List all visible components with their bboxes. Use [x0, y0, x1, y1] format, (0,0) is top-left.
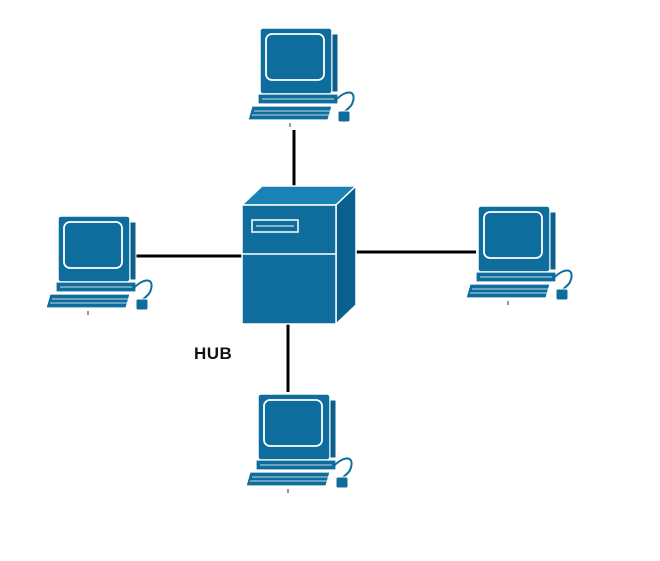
hub-label: HUB: [194, 344, 233, 363]
computer-right-icon: [465, 205, 573, 306]
computer-bottom-icon: [245, 393, 353, 494]
computer-top-icon: [247, 27, 355, 128]
server-tower-icon: [240, 184, 358, 326]
computer-left-icon: [45, 215, 153, 316]
